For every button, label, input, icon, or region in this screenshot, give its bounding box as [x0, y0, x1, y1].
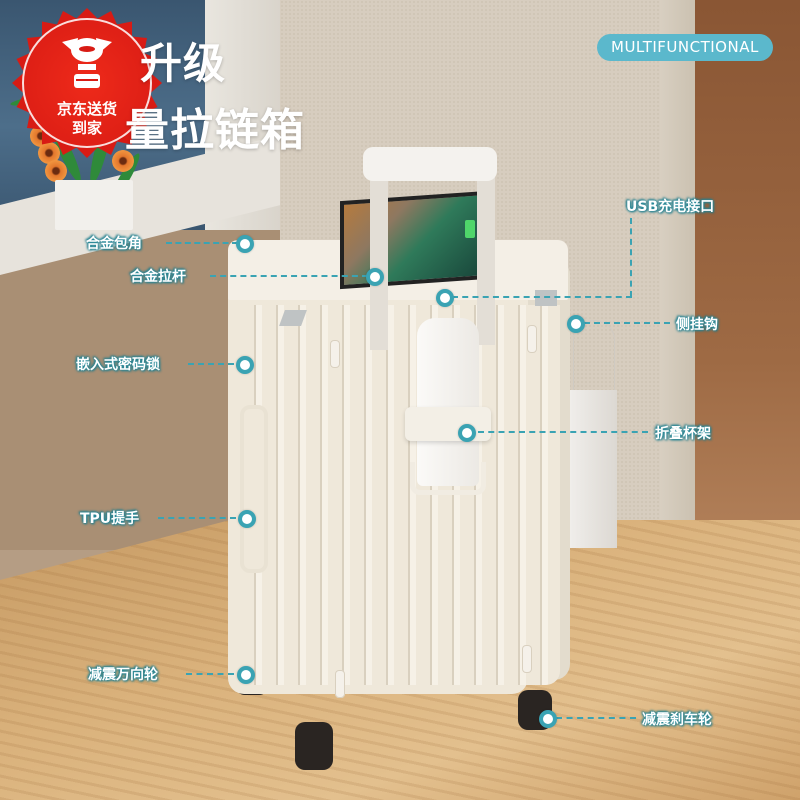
hotspot-dot [366, 268, 384, 286]
cup-holder [405, 407, 491, 441]
cup-ring [410, 462, 486, 495]
hanging-bag [567, 390, 617, 548]
trolley-bar-right [477, 170, 495, 345]
callout-label: 减震刹车轮 [642, 712, 712, 728]
jd-dog-logo-icon [62, 38, 112, 88]
trolley-bar-left [370, 170, 388, 350]
callout-label: 嵌入式密码锁 [76, 357, 160, 373]
bag-string [573, 320, 615, 396]
battery-icon [465, 220, 475, 238]
hotspot-dot [539, 710, 557, 728]
jd-delivery-badge: 京东送货 到家 [12, 8, 162, 158]
callout-label: TPU提手 [80, 511, 140, 527]
cup [417, 318, 479, 486]
headline-line-1: 升级 [140, 39, 227, 88]
callout-label: 合金拉杆 [130, 269, 186, 285]
front-caster-wheel [295, 722, 333, 770]
hotspot-dot [236, 356, 254, 374]
badge-line-1: 京东送货 [56, 100, 117, 118]
badge-line-2: 到家 [71, 119, 102, 137]
side-handle [240, 405, 268, 573]
callout-label: USB充电接口 [626, 199, 715, 215]
hotspot-dot [458, 424, 476, 442]
hotspot-dot [436, 289, 454, 307]
hotspot-dot [567, 315, 585, 333]
multifunctional-tag: MULTIFUNCTIONAL [597, 34, 773, 61]
hotspot-dot [238, 510, 256, 528]
wood-door [695, 0, 800, 600]
hotspot-dot [236, 235, 254, 253]
trolley-grip [363, 147, 497, 181]
callout-label: 侧挂钩 [676, 317, 718, 333]
headline-line-2: 量拉链箱 [125, 105, 305, 156]
callout-label: 减震万向轮 [88, 667, 158, 683]
wall-pillar [660, 0, 700, 600]
hotspot-dot [237, 666, 255, 684]
callout-label: 合金包角 [86, 236, 142, 252]
callout-label: 折叠杯架 [655, 426, 711, 442]
